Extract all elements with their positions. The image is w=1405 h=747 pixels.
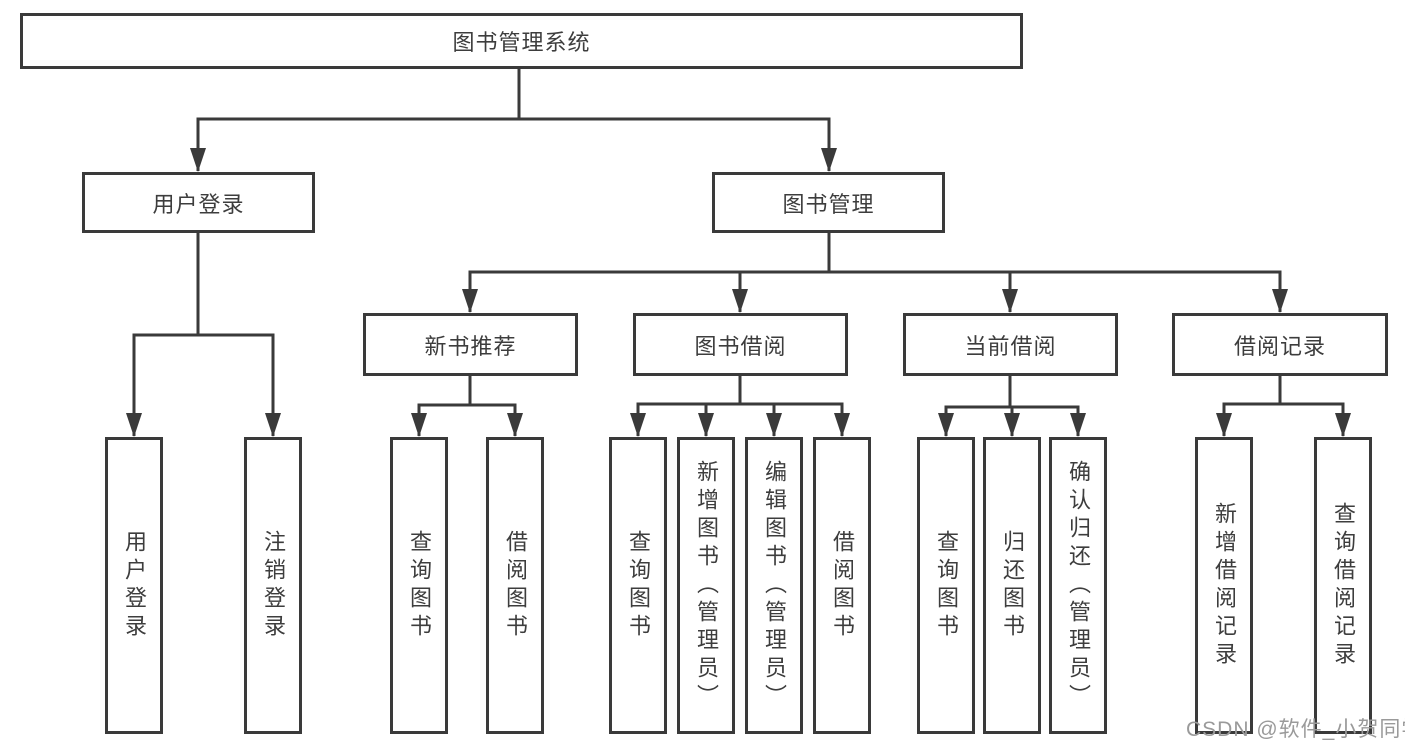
leaf-records-add-borrow-record-label: 新增借阅记录 [1212,501,1237,670]
leaf-records-add-borrow-record: 新增借阅记录 [1195,437,1253,734]
leaf-records-query-borrow-record-label: 查询借阅记录 [1331,501,1356,670]
leaf-user-login: 用户登录 [105,437,163,734]
leaf-borrow-edit-books-admin-label: 编辑图书（管理员） [762,459,787,712]
node-current-borrow-label: 当前借阅 [964,333,1057,359]
node-book-management-label: 图书管理 [782,191,875,217]
leaf-current-query-books: 查询图书 [917,437,975,734]
node-borrow-records: 借阅记录 [1172,313,1388,376]
node-new-book-recommend-label: 新书推荐 [424,333,517,359]
connector-book-mgmt-to-level3 [468,233,1282,312]
leaf-recommend-query-books: 查询图书 [390,437,448,734]
node-root-label: 图书管理系统 [452,30,591,55]
node-root-system: 图书管理系统 [20,13,1023,69]
leaf-borrow-add-books-admin: 新增图书（管理员） [677,437,735,734]
leaf-borrow-add-books-admin-label: 新增图书（管理员） [694,459,719,712]
connector-user-login-to-leaves [132,233,275,436]
connector-current-borrow-to-leaves [944,376,1080,436]
leaf-current-confirm-return-admin-label: 确认归还（管理员） [1066,459,1091,712]
leaf-recommend-query-books-label: 查询图书 [407,529,432,642]
leaf-borrow-edit-books-admin: 编辑图书（管理员） [745,437,803,734]
leaf-current-return-books-label: 归还图书 [1000,529,1025,642]
node-book-borrow-label: 图书借阅 [694,333,787,359]
node-new-book-recommend: 新书推荐 [363,313,578,376]
node-book-management: 图书管理 [712,172,945,233]
leaf-borrow-query-books-label: 查询图书 [626,529,651,642]
leaf-borrow-borrow-books: 借阅图书 [813,437,871,734]
leaf-borrow-borrow-books-label: 借阅图书 [830,529,855,642]
node-book-borrow: 图书借阅 [633,313,848,376]
leaf-borrow-query-books: 查询图书 [609,437,667,734]
leaf-records-query-borrow-record: 查询借阅记录 [1314,437,1372,734]
leaf-current-query-books-label: 查询图书 [934,529,959,642]
leaf-logout-label: 注销登录 [261,529,286,642]
csdn-watermark: CSDN @软件_小贺同学 [1186,718,1405,741]
leaf-current-return-books: 归还图书 [983,437,1041,734]
leaf-user-login-label: 用户登录 [122,529,147,642]
connector-borrow-record-to-leaves [1222,376,1345,436]
leaf-current-confirm-return-admin: 确认归还（管理员） [1049,437,1107,734]
connector-root-to-level2 [196,69,831,171]
node-user-login-label: 用户登录 [152,191,245,217]
node-user-login: 用户登录 [82,172,315,233]
connector-new-book-to-leaves [417,376,517,436]
leaf-logout: 注销登录 [244,437,302,734]
leaf-recommend-borrow-books-label: 借阅图书 [503,529,528,642]
leaf-recommend-borrow-books: 借阅图书 [486,437,544,734]
connector-book-borrow-to-leaves [636,376,844,436]
node-current-borrow: 当前借阅 [903,313,1118,376]
node-borrow-records-label: 借阅记录 [1233,333,1326,359]
